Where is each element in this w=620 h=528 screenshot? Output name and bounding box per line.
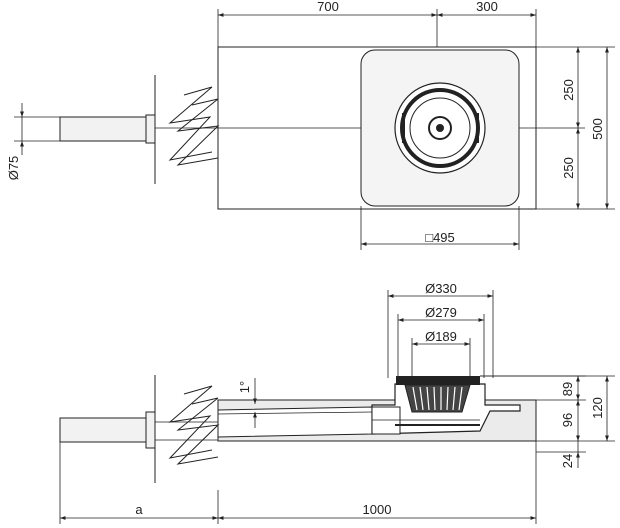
- dim-96-label: 96: [560, 413, 575, 427]
- dim-1000-label: 1000: [363, 502, 392, 517]
- side-pipe: [59, 417, 149, 443]
- dim-89-label: 89: [560, 382, 575, 396]
- dim-250-bottom-label: 250: [561, 157, 576, 179]
- dim-24-label: 24: [560, 454, 575, 468]
- side-pipe-collar: [145, 411, 156, 449]
- dim-250-top-label: 250: [561, 79, 576, 101]
- top-pipe: [59, 116, 149, 142]
- side-break-line-1: [168, 385, 213, 459]
- dim-500-label: 500: [590, 118, 605, 140]
- side-view: 1° Ø330 Ø279 Ø189 89 96 120 24: [59, 281, 615, 524]
- dim-box-label: □495: [425, 230, 455, 245]
- dim-pipe-diameter-label: Ø75: [6, 156, 21, 181]
- top-pipe-collar: [145, 114, 156, 144]
- dim-d330-label: Ø330: [425, 281, 457, 296]
- top-view: 700 300 250 250 500 Ø75 □495: [6, 0, 615, 250]
- top-break-line-1: [168, 86, 213, 161]
- top-outlet: [394, 82, 486, 174]
- dim-d279-label: Ø279: [425, 305, 457, 320]
- dim-d189-label: Ø189: [425, 329, 457, 344]
- dim-300-label: 300: [476, 0, 498, 14]
- top-break-line-2: [176, 98, 220, 166]
- side-break-line-2: [176, 397, 220, 465]
- side-channel: [217, 406, 373, 438]
- dim-a-label: a: [135, 502, 143, 517]
- dim-700-label: 700: [317, 0, 339, 14]
- dim-120-label: 120: [590, 397, 605, 419]
- dim-slope-label: 1°: [237, 381, 252, 393]
- side-outlet: [371, 376, 521, 435]
